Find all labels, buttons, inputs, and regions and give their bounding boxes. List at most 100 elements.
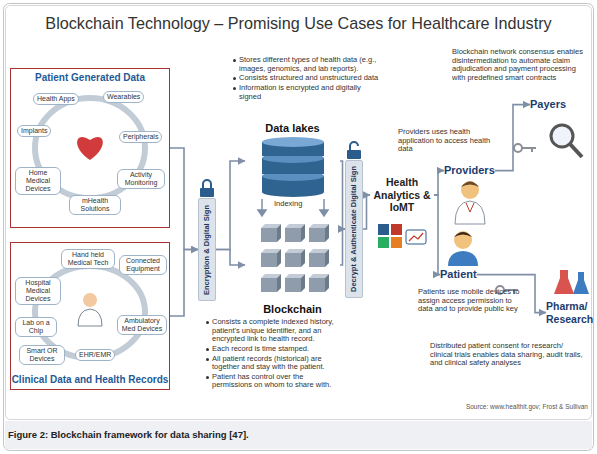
bullet-item: Each record is time stamped. <box>205 345 345 354</box>
connector-arrow <box>363 195 370 229</box>
device-item: Activity Monitoring <box>117 169 165 189</box>
node-text: Lab on a Chip <box>19 319 53 335</box>
device-item: Connected Equipment <box>119 255 167 275</box>
doctor-body <box>78 309 102 326</box>
bullet-dot <box>233 87 236 90</box>
node-text: Wearables <box>107 93 140 101</box>
node-text: Hospital Medical Devices <box>19 279 57 303</box>
lock-icon <box>200 180 214 197</box>
device-item: Hand held Medical Tech <box>61 249 115 269</box>
node-text: Implants <box>21 127 47 135</box>
bullet-dot <box>206 321 209 324</box>
bullet-text: Each record is time stamped. <box>212 345 345 354</box>
magnifier-icon <box>551 125 582 157</box>
device-item: Ambulatory Med Devices <box>117 315 167 335</box>
bullet-text: Patient has control over the permissions… <box>212 373 345 390</box>
source-note: Source: www.healthit.gov; Frost & Sulliv… <box>440 403 588 410</box>
analytics-icons <box>378 224 426 248</box>
encryption-bar: Encryption & Digital Sign <box>198 198 216 301</box>
bullet-item: Consists structured and unstructured dat… <box>232 74 382 83</box>
node-text: Smart OR Devices <box>23 347 61 363</box>
bullet-text: Consists structured and unstructured dat… <box>239 74 382 83</box>
node-text: Payers <box>530 98 566 111</box>
key-icon <box>514 144 536 152</box>
device-item: Implants <box>17 125 51 137</box>
connector-arrow <box>170 250 198 317</box>
doctor-head <box>83 293 97 307</box>
region-box: Clinical Data and Health Records Hand hel… <box>10 242 170 390</box>
connector-arrow <box>495 105 530 171</box>
node-text: Home Medical Devices <box>19 169 57 193</box>
actor-label: Patient <box>440 268 477 281</box>
figure-caption: Figure 2: Blockchain framework for data … <box>8 429 249 440</box>
index-arrows <box>258 199 328 216</box>
node-text: Connected Equipment <box>123 257 163 273</box>
device-item: Home Medical Devices <box>15 167 61 195</box>
node-text: Peripherals <box>123 133 158 141</box>
device-item: EHR/EMR <box>75 349 115 361</box>
node-text: Pharma/ Research <box>546 300 594 325</box>
decryption-bar: Decrypt & Authenticate Digital Sign <box>345 160 363 298</box>
node-text: Patient Generated Data <box>11 69 169 84</box>
caption-band <box>5 421 592 449</box>
node-text: Blockchain <box>245 303 340 316</box>
device-item: Health Apps <box>33 93 79 105</box>
callout-note: Blockchain network consensus enables dis… <box>452 48 588 83</box>
data-store: Data lakes <box>245 122 340 200</box>
node-text: Patient <box>440 268 477 281</box>
connector-arrow <box>216 250 245 266</box>
bullet-text: Stores different types of health data (e… <box>239 56 382 73</box>
callout-note: Patients use mobile devices to assign ac… <box>418 288 524 314</box>
callout-note: Distributed patient consent for research… <box>430 342 585 368</box>
bullet-text: Consists a complete indexed history, pat… <box>212 318 345 344</box>
bullet-item: Patient has control over the permissions… <box>205 373 345 390</box>
provider-figure <box>455 181 485 224</box>
node-text: Health Apps <box>37 95 75 103</box>
bullet-text: Information is encrypted and digitally s… <box>239 84 382 101</box>
bullet-list: Stores different types of health data (e… <box>232 56 382 102</box>
bullet-text: All patient records (historical) are tog… <box>212 355 345 372</box>
bullet-item: Consists a complete indexed history, pat… <box>205 318 345 344</box>
actor-label: Pharma/ Research <box>546 300 594 325</box>
bullet-dot <box>206 376 209 379</box>
node-text: Providers <box>444 164 495 177</box>
device-item: Hospital Medical Devices <box>15 277 61 305</box>
node-text: Activity Monitoring <box>121 171 161 187</box>
node-text: EHR/EMR <box>79 351 111 359</box>
bullet-dot <box>233 77 236 80</box>
connector-arrow <box>434 195 440 275</box>
connector-arrow <box>216 161 245 250</box>
bullet-list: Consists a complete indexed history, pat… <box>205 318 345 391</box>
connector-arrow <box>170 148 198 250</box>
device-item: Wearables <box>103 91 144 103</box>
diagram-title: Blockchain Technology – Promising Use Ca… <box>0 14 597 33</box>
device-item: Smart OR Devices <box>19 345 65 365</box>
node-text: Clinical Data and Health Records <box>11 374 169 386</box>
bullet-item: Information is encrypted and digitally s… <box>232 84 382 101</box>
flask-icon <box>554 270 589 294</box>
heart-icon <box>77 137 103 160</box>
node-text: Hand held Medical Tech <box>65 251 111 267</box>
node-text: Ambulatory Med Devices <box>121 317 163 333</box>
actor-label: Providers <box>444 164 495 177</box>
node-text: Health Analytics & IoMT <box>370 176 434 214</box>
node-text: Encryption & Digital Sign <box>203 204 211 294</box>
node-text: Data lakes <box>245 122 340 135</box>
figure-frame <box>4 4 594 451</box>
analytics-node: Health Analytics & IoMT <box>370 176 434 214</box>
patient-figure <box>448 231 478 266</box>
bullet-item: All patient records (historical) are tog… <box>205 355 345 372</box>
region-box: Patient Generated DataHealth Apps Wearabl… <box>10 68 170 228</box>
bullet-dot <box>206 358 209 361</box>
device-item: Lab on a Chip <box>15 317 57 337</box>
node-text: mHealth Solutions <box>73 197 117 213</box>
connector-arrow <box>434 171 444 195</box>
data-store: Blockchain <box>245 214 340 316</box>
node-text: Decrypt & Authenticate Digital Sign <box>350 166 358 292</box>
bullet-dot <box>206 348 209 351</box>
blockchain-blocks <box>258 222 330 297</box>
bullet-item: Stores different types of health data (e… <box>232 56 382 73</box>
device-item: Peripherals <box>119 131 162 143</box>
database-icon <box>262 137 324 197</box>
